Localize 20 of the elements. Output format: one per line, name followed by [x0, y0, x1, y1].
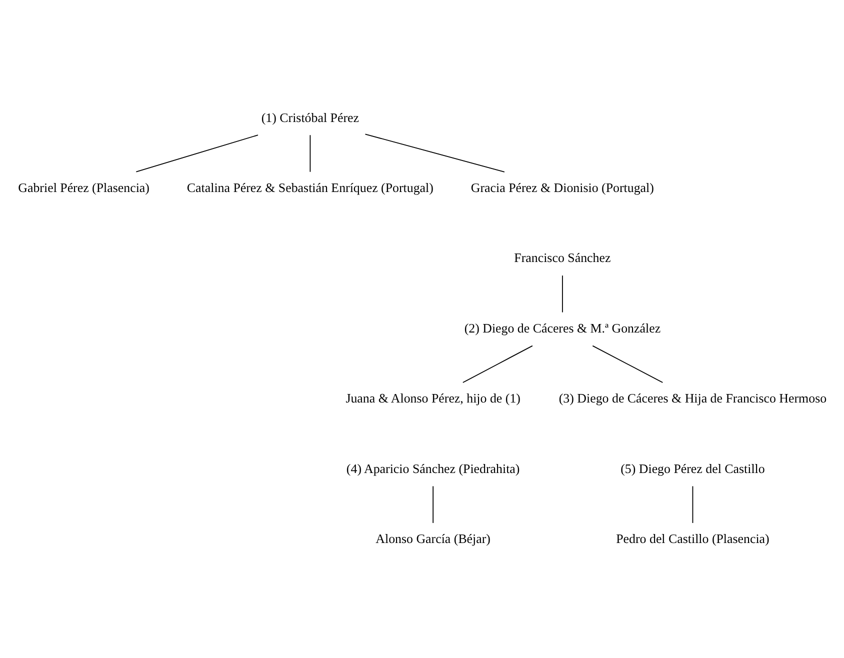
connector [432, 486, 434, 524]
connector [592, 345, 664, 383]
node-text: Alonso García (Béjar) [376, 531, 490, 546]
node-text: Juana & Alonso Pérez, hijo de (1) [346, 390, 520, 406]
node-text: (5) Diego Pérez del Castillo [620, 460, 765, 476]
node-text: Pedro del Castillo (Plasencia) [616, 531, 770, 546]
connector [364, 134, 505, 172]
connector [310, 134, 311, 172]
connector [136, 134, 258, 172]
node-text: Gracia Pérez & Dionisio (Portugal) [470, 180, 654, 195]
node-text: Catalina Pérez & Sebastián Enríquez (Portugal) [186, 180, 434, 195]
node-text: (1) Cristóbal Pérez [261, 110, 359, 125]
node-text: Francisco Sánchez [514, 250, 611, 266]
connector [462, 345, 533, 383]
node-text: (3) Diego de Cáceres & Hija de Francisco Hermoso [558, 390, 827, 406]
node-text: (2) Diego de Cáceres & M.ª González [464, 320, 661, 336]
node-text: Gabriel Pérez (Plasencia) [18, 180, 150, 195]
node-text: (4) Aparicio Sánchez (Piedrahita) [346, 460, 520, 476]
connector [562, 275, 563, 313]
connector [692, 486, 694, 524]
